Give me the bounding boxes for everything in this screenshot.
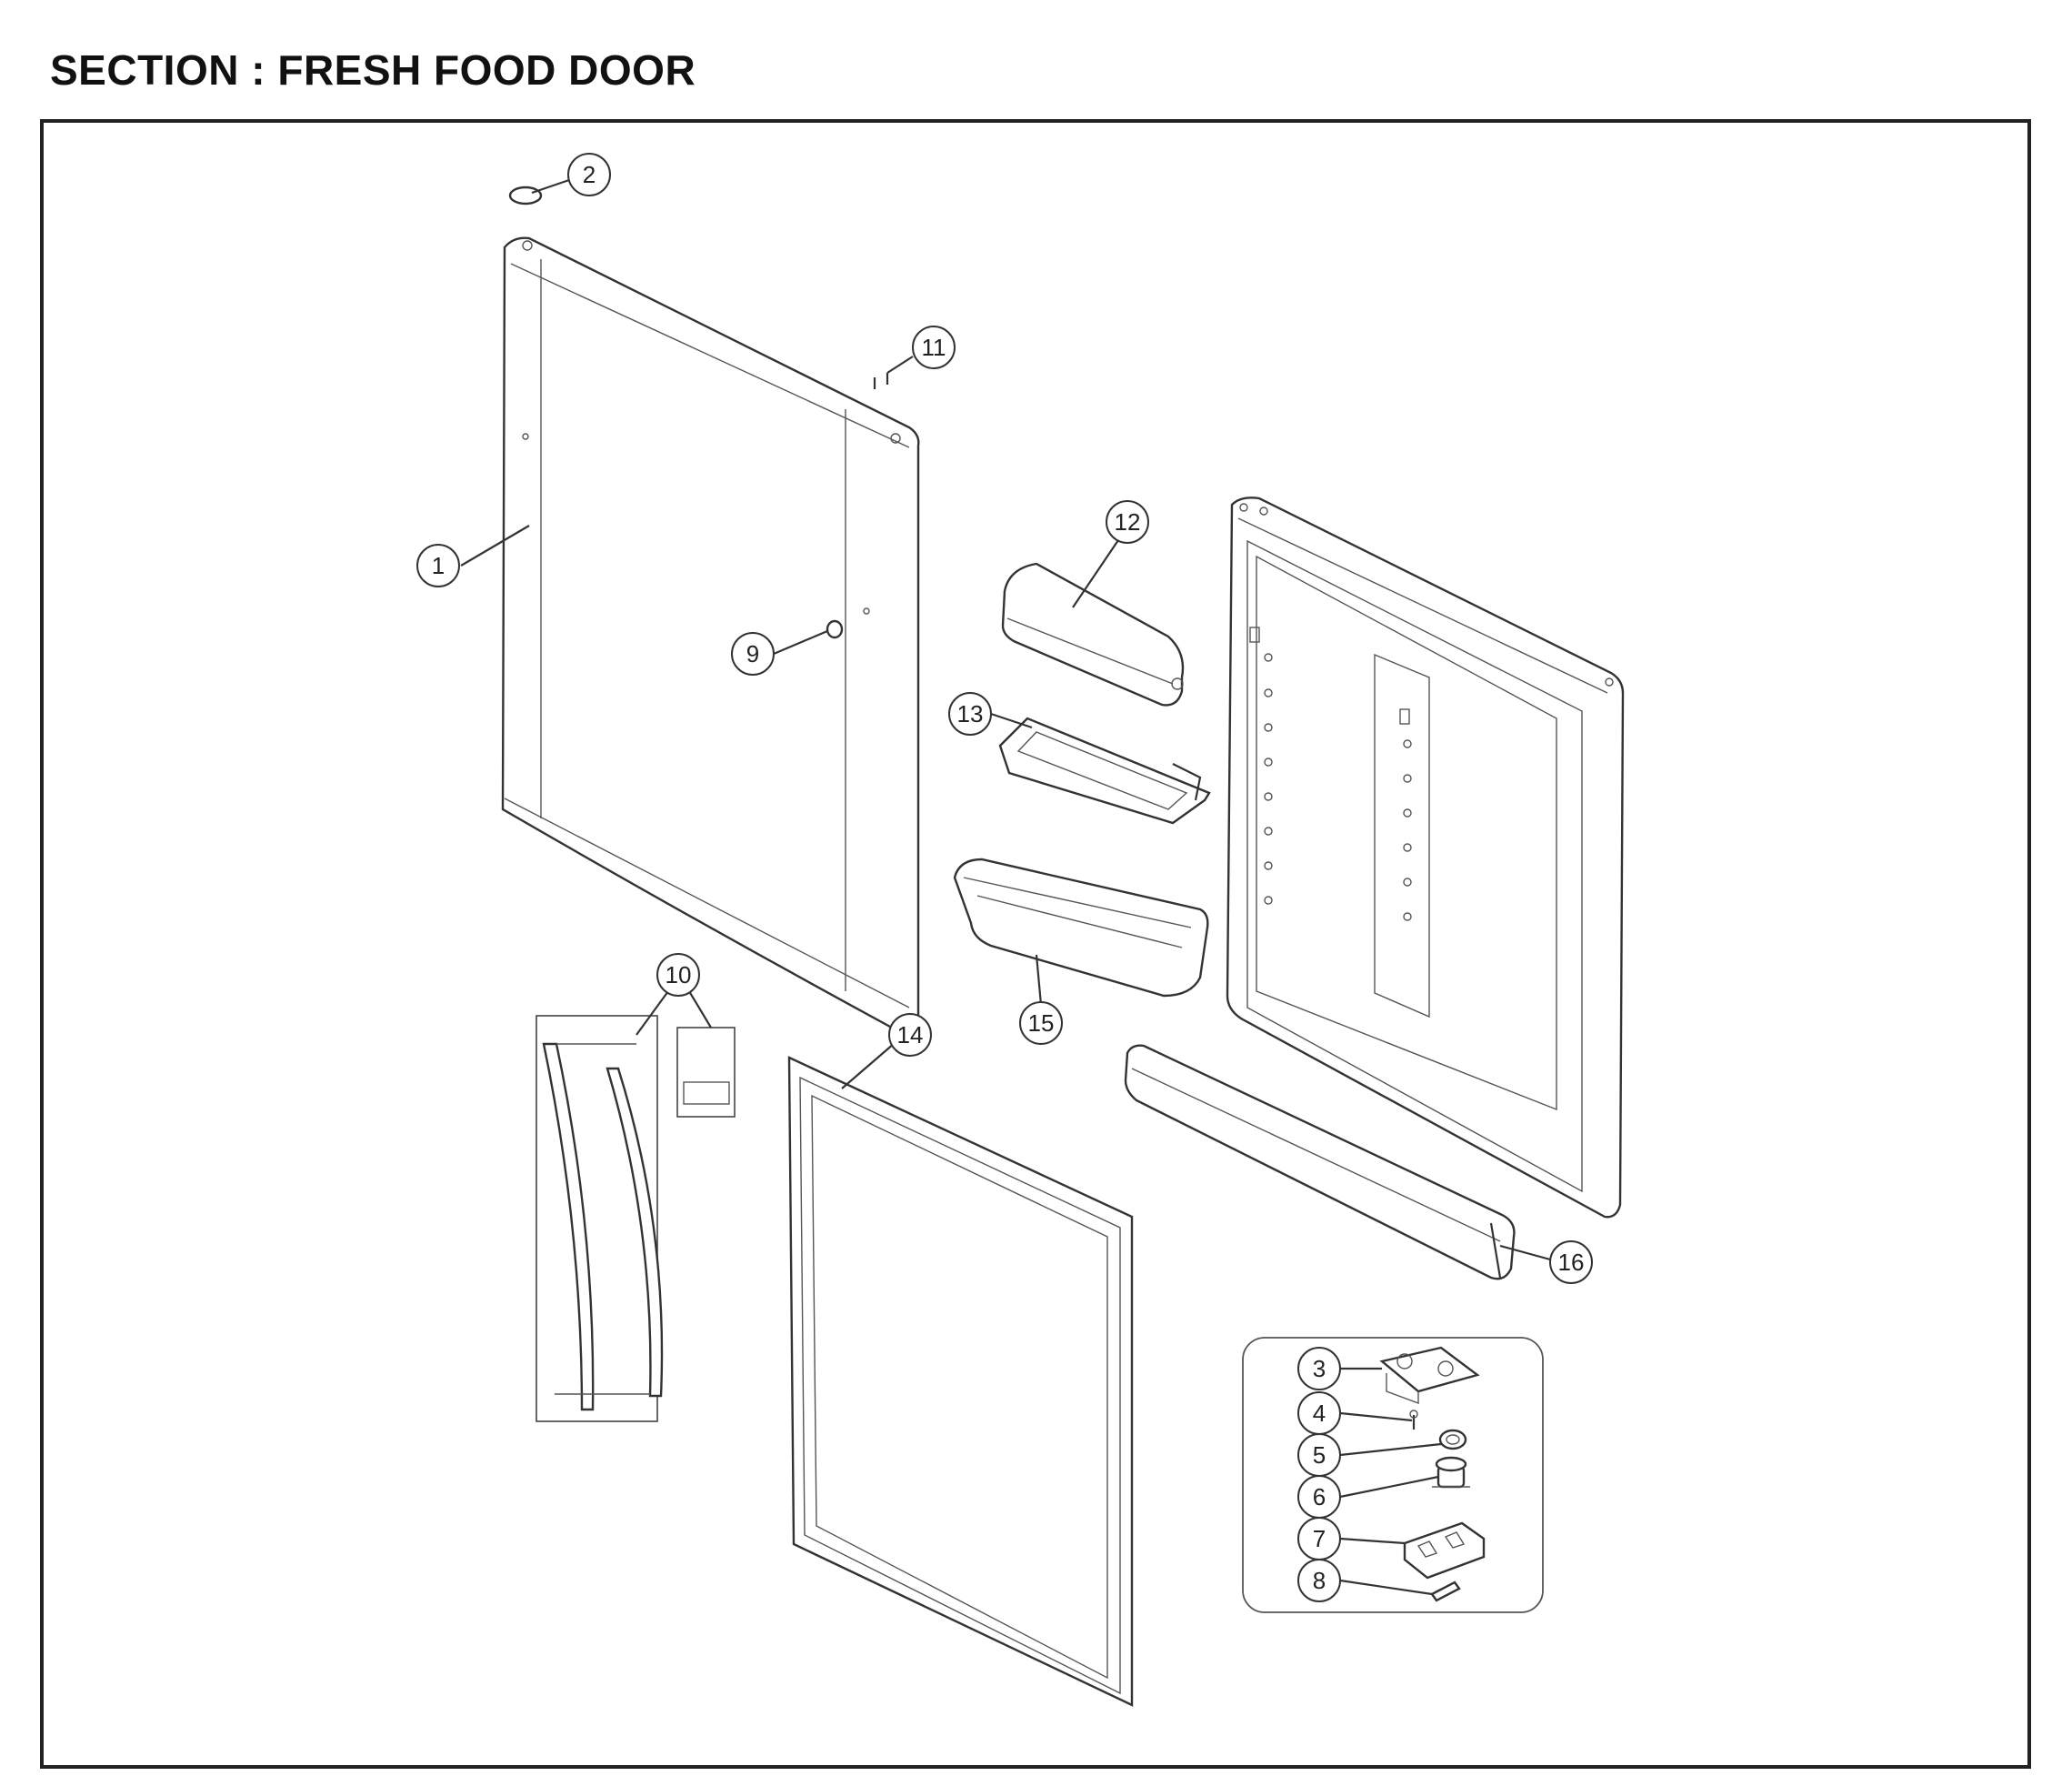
callout-3-label: 3 — [1313, 1355, 1326, 1382]
door-bar-part — [1124, 1044, 1516, 1280]
callout-4-label: 4 — [1313, 1400, 1326, 1427]
callout-13-label: 13 — [957, 700, 984, 727]
inner-door-liner-part — [1226, 497, 1625, 1219]
callout-16-label: 16 — [1558, 1249, 1585, 1276]
door-panel-part — [501, 236, 920, 1034]
callout-16[interactable]: 16 — [1549, 1240, 1593, 1284]
callout-6[interactable]: 6 — [1297, 1475, 1341, 1519]
callout-11-label: 11 — [922, 334, 946, 361]
callout-7-label: 7 — [1313, 1525, 1326, 1552]
hinge-cap-part — [508, 186, 543, 206]
callout-10[interactable]: 10 — [656, 953, 700, 997]
callout-7[interactable]: 7 — [1297, 1517, 1341, 1560]
diagram-frame — [40, 119, 2031, 1769]
small-shelf-part — [998, 717, 1211, 825]
callout-5[interactable]: 5 — [1297, 1433, 1341, 1477]
callout-2[interactable]: 2 — [567, 153, 611, 196]
screws-part — [873, 373, 889, 389]
callout-4[interactable]: 4 — [1297, 1391, 1341, 1435]
callout-1-label: 1 — [432, 552, 445, 579]
leader-lines — [460, 178, 1551, 1596]
callout-2-label: 2 — [583, 161, 596, 188]
callout-8[interactable]: 8 — [1297, 1559, 1341, 1602]
handle-kit-part — [536, 1015, 736, 1422]
shelf-cover-part — [1001, 562, 1185, 707]
callout-14-label: 14 — [897, 1021, 924, 1049]
callout-15[interactable]: 15 — [1019, 1001, 1063, 1045]
section-title: SECTION : FRESH FOOD DOOR — [50, 46, 696, 94]
callout-15-label: 15 — [1028, 1009, 1055, 1037]
callout-8-label: 8 — [1313, 1567, 1326, 1594]
callout-5-label: 5 — [1313, 1441, 1326, 1469]
callout-10-label: 10 — [666, 961, 692, 988]
callout-6-label: 6 — [1313, 1483, 1326, 1510]
door-gasket-part — [787, 1056, 1134, 1707]
callout-1[interactable]: 1 — [416, 544, 460, 587]
callout-14[interactable]: 14 — [888, 1013, 932, 1057]
callout-13[interactable]: 13 — [948, 692, 992, 736]
callout-3[interactable]: 3 — [1297, 1347, 1341, 1390]
door-bin-part — [953, 858, 1209, 998]
callout-9-label: 9 — [746, 640, 759, 667]
callout-12-label: 12 — [1115, 508, 1141, 536]
callout-11[interactable]: 11 — [912, 326, 956, 369]
hinge-assembly-part — [1242, 1337, 1544, 1613]
callout-9[interactable]: 9 — [731, 632, 775, 676]
callout-12[interactable]: 12 — [1106, 500, 1149, 544]
